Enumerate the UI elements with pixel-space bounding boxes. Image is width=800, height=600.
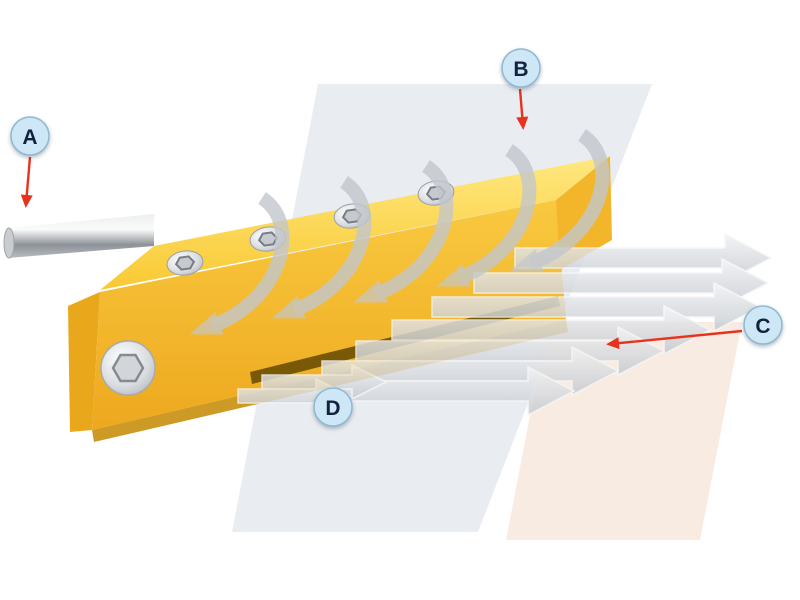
- tube-end-cap: [3, 227, 15, 259]
- tube-body: [8, 214, 154, 258]
- airflow-arrow: [431, 281, 762, 333]
- callout-b-circle: [501, 48, 541, 88]
- block-front-face: [92, 200, 566, 430]
- block-left-face: [68, 292, 100, 432]
- hex-bolt-icon: [100, 340, 156, 396]
- callout-c-circle: [743, 305, 783, 345]
- callout-a-label: A: [22, 126, 37, 149]
- curved-arrow: [436, 144, 537, 287]
- callout-b-label: B: [513, 58, 528, 81]
- pointer-arrows: [20, 88, 743, 350]
- callout-c-label: C: [755, 315, 770, 338]
- pointer-arrow-b: [516, 88, 529, 130]
- callout-d-circle: [313, 387, 353, 427]
- airflow-arrow: [473, 257, 770, 309]
- callout-a: A: [10, 116, 50, 156]
- airflow-arrow: [391, 304, 712, 356]
- curved-arrow: [509, 129, 610, 272]
- pointer-arrow-c: [606, 329, 743, 350]
- callout-d-label: D: [325, 397, 340, 420]
- callout-b: B: [501, 48, 541, 88]
- callout-d: D: [313, 387, 353, 427]
- curved-arrow: [271, 176, 372, 319]
- air-inlet-tube: [3, 214, 154, 259]
- air-stream-arrows: [237, 232, 773, 417]
- callout-c: C: [743, 305, 783, 345]
- airflow-arrow: [514, 232, 773, 284]
- callout-a-circle: [10, 116, 50, 156]
- curved-airflow-arrows: [189, 129, 610, 335]
- curved-arrow: [353, 160, 454, 303]
- curved-arrow: [189, 192, 290, 335]
- pointer-arrow-a: [20, 156, 33, 208]
